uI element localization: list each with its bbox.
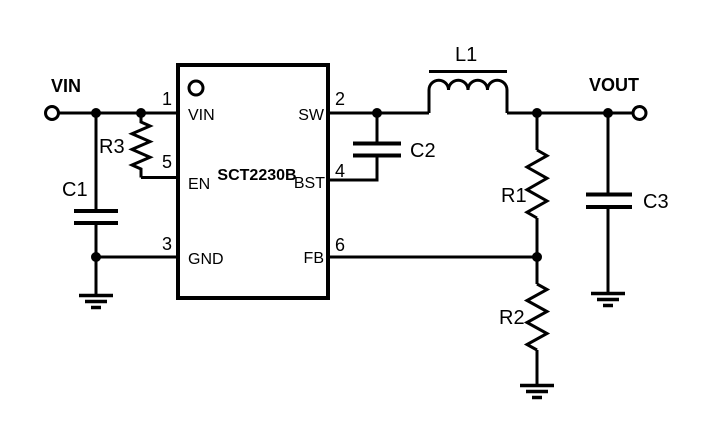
- vin-net-label: VIN: [51, 76, 81, 96]
- ic-part-number: SCT2230B: [217, 167, 296, 184]
- vout-terminal-icon: [631, 105, 648, 121]
- junction-dots: [91, 108, 613, 262]
- inductor-l1-label: L1: [455, 44, 477, 66]
- inductor-l1: L1: [427, 44, 509, 113]
- resistor-r2-label: R2: [499, 307, 525, 329]
- ground-symbol-r2: [520, 383, 554, 400]
- pin-number-2: 2: [335, 89, 345, 109]
- junction-vin-c1: [91, 108, 101, 118]
- capacitor-c1-label: C1: [62, 179, 88, 201]
- junction-vout-r1: [532, 108, 542, 118]
- ic-sct2230b: SCT2230B VIN EN GND SW BST FB 1 5 3 2 4 …: [162, 63, 345, 300]
- junction-fb-divider: [532, 252, 542, 262]
- capacitor-c1: C1: [62, 113, 118, 257]
- resistor-r1-label: R1: [501, 185, 527, 207]
- pin-number-6: 6: [335, 235, 345, 255]
- junction-vout-c3: [603, 108, 613, 118]
- capacitor-c2: C2: [328, 113, 436, 182]
- ground-symbol-left: [79, 257, 113, 310]
- capacitor-c2-label: C2: [410, 140, 436, 162]
- pin-number-4: 4: [335, 161, 345, 181]
- ic-body: [176, 63, 330, 300]
- pin-number-5: 5: [162, 152, 172, 172]
- resistor-r3-symbol: [128, 113, 154, 178]
- capacitor-c3-label: C3: [643, 191, 669, 213]
- inductor-l1-coils: [427, 78, 509, 91]
- pin-number-3: 3: [162, 234, 172, 254]
- pin1-indicator-icon: [187, 79, 205, 97]
- ic-pin-name-vin: VIN: [188, 107, 215, 124]
- resistor-r3: R3: [99, 113, 178, 179]
- vout-net-label: VOUT: [589, 75, 639, 95]
- resistor-r1-symbol: [523, 148, 551, 220]
- ic-pin-name-sw: SW: [298, 107, 325, 124]
- resistor-r2: R2: [499, 257, 551, 385]
- junction-gnd-c1: [91, 252, 101, 262]
- ic-pin-name-bst: BST: [294, 175, 325, 192]
- capacitor-c3: C3: [586, 113, 669, 293]
- wire-c2-to-bst: [328, 155, 379, 182]
- pin-number-1: 1: [162, 89, 172, 109]
- resistor-r2-symbol: [523, 282, 551, 352]
- vin-terminal-icon: [44, 105, 60, 121]
- resistor-r3-label: R3: [99, 136, 125, 158]
- junction-vin-r3: [136, 108, 146, 118]
- ic-pin-name-en: EN: [188, 176, 210, 193]
- junction-sw-c2: [372, 108, 382, 118]
- ic-pin-name-gnd: GND: [188, 251, 224, 268]
- resistor-r1: R1: [501, 113, 551, 257]
- ground-symbol-c3: [591, 291, 625, 308]
- ic-pin-name-fb: FB: [304, 250, 324, 267]
